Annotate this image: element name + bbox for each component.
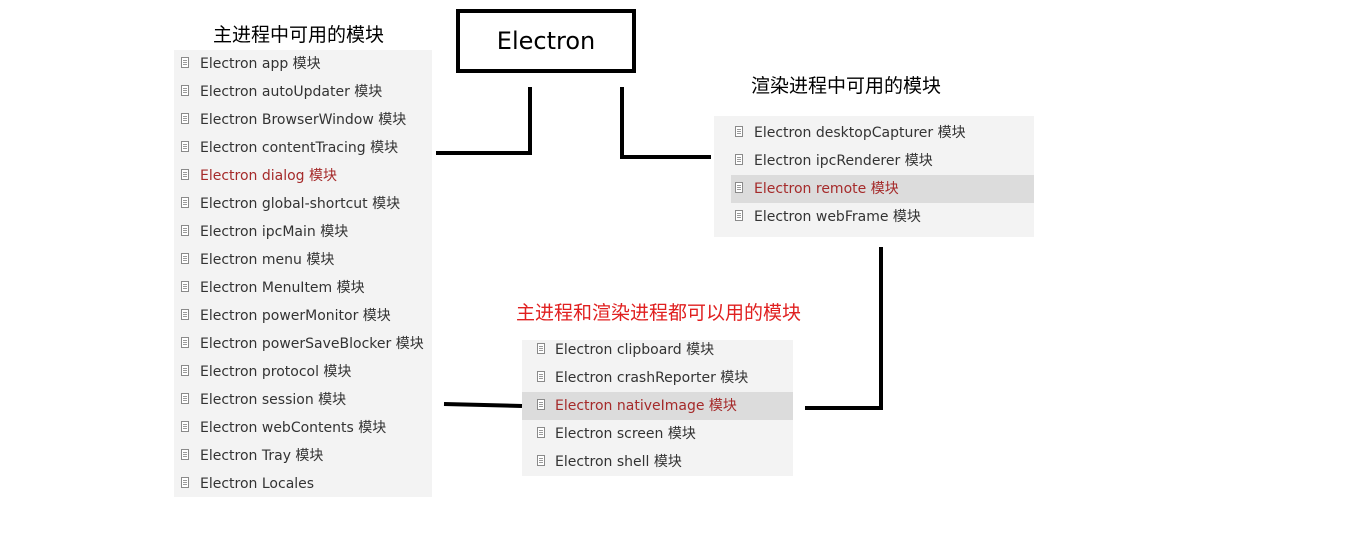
module-list-item[interactable]: Electron ipcRenderer 模块: [714, 147, 1034, 175]
module-list-item[interactable]: Electron webFrame 模块: [714, 203, 1034, 231]
document-icon: [537, 371, 545, 382]
connector-renderer-to-shared: [805, 247, 883, 410]
document-icon: [181, 57, 189, 68]
module-list-item[interactable]: Electron global-shortcut 模块: [174, 190, 432, 218]
document-icon: [181, 337, 189, 348]
shared-module-list: Electron clipboard 模块 Electron crashRepor…: [522, 340, 793, 476]
document-icon: [735, 126, 743, 137]
module-list-item[interactable]: Electron session 模块: [174, 386, 432, 414]
connector-main-to-shared: [443, 402, 523, 408]
module-link-label: Electron BrowserWindow 模块: [200, 112, 407, 128]
module-list-item[interactable]: Electron autoUpdater 模块: [174, 78, 432, 106]
module-list-item[interactable]: Electron ipcMain 模块: [174, 218, 432, 246]
document-icon: [735, 154, 743, 165]
renderer-process-heading: 渲染进程中可用的模块: [751, 75, 942, 97]
shared-modules-heading: 主进程和渲染进程都可以用的模块: [516, 302, 802, 324]
document-icon: [735, 210, 743, 221]
module-link-label: Electron menu 模块: [200, 252, 335, 268]
module-list-item[interactable]: Electron powerMonitor 模块: [174, 302, 432, 330]
module-list-item[interactable]: Electron menu 模块: [174, 246, 432, 274]
document-icon: [181, 85, 189, 96]
module-link-label: Electron Tray 模块: [200, 448, 324, 464]
module-link-label: Electron webFrame 模块: [754, 209, 921, 225]
module-list-item[interactable]: Electron protocol 模块: [174, 358, 432, 386]
module-link-label: Electron nativeImage 模块: [555, 398, 737, 414]
document-icon: [181, 365, 189, 376]
module-link-label: Electron app 模块: [200, 56, 321, 72]
document-icon: [181, 197, 189, 208]
module-list-item[interactable]: Electron MenuItem 模块: [174, 274, 432, 302]
document-icon: [181, 421, 189, 432]
module-link-label: Electron crashReporter 模块: [555, 370, 749, 386]
document-icon: [181, 281, 189, 292]
module-link-label: Electron webContents 模块: [200, 420, 387, 436]
module-link-label: Electron clipboard 模块: [555, 342, 715, 358]
main-process-heading: 主进程中可用的模块: [213, 24, 385, 46]
module-link-label: Electron screen 模块: [555, 426, 696, 442]
module-link-label: Electron shell 模块: [555, 454, 682, 470]
document-icon: [181, 477, 189, 488]
module-list-item[interactable]: Electron BrowserWindow 模块: [174, 106, 432, 134]
module-link-label: Electron contentTracing 模块: [200, 140, 399, 156]
document-icon: [735, 182, 743, 193]
module-list-item[interactable]: Electron screen 模块: [522, 420, 793, 448]
module-link-label: Electron MenuItem 模块: [200, 280, 365, 296]
module-list-item[interactable]: Electron dialog 模块: [174, 162, 432, 190]
main-process-module-list: Electron app 模块 Electron autoUpdater 模块 El…: [174, 50, 432, 497]
module-link-label: Electron autoUpdater 模块: [200, 84, 383, 100]
module-link-label: Electron powerMonitor 模块: [200, 308, 391, 324]
module-link-label: Electron global-shortcut 模块: [200, 196, 401, 212]
module-list-item[interactable]: Electron crashReporter 模块: [522, 364, 793, 392]
document-icon: [537, 399, 545, 410]
module-list-item[interactable]: Electron app 模块: [174, 50, 432, 78]
electron-title-box: Electron: [456, 9, 636, 73]
module-link-label: Electron Locales: [200, 476, 315, 492]
module-link-label: Electron ipcRenderer 模块: [754, 153, 933, 169]
renderer-process-module-list: Electron desktopCapturer 模块 Electron ipcR…: [714, 116, 1034, 237]
module-list-item[interactable]: Electron nativeImage 模块: [522, 392, 793, 420]
document-icon: [537, 427, 545, 438]
document-icon: [537, 455, 545, 466]
document-icon: [181, 393, 189, 404]
document-icon: [181, 169, 189, 180]
module-list-item[interactable]: Electron desktopCapturer 模块: [714, 119, 1034, 147]
module-link-label: Electron protocol 模块: [200, 364, 352, 380]
document-icon: [181, 113, 189, 124]
module-list-item[interactable]: Electron shell 模块: [522, 448, 793, 476]
document-icon: [181, 141, 189, 152]
document-icon: [181, 309, 189, 320]
module-link-label: Electron dialog 模块: [200, 168, 338, 184]
electron-title: Electron: [496, 27, 596, 55]
document-icon: [181, 449, 189, 460]
module-link-label: Electron powerSaveBlocker 模块: [200, 336, 424, 352]
module-link-label: Electron remote 模块: [754, 181, 899, 197]
module-list-item[interactable]: Electron remote 模块: [731, 175, 1034, 203]
connector-renderer-process: [620, 87, 711, 159]
module-list-item[interactable]: Electron Locales: [174, 470, 432, 498]
module-list-item[interactable]: Electron webContents 模块: [174, 414, 432, 442]
module-link-label: Electron session 模块: [200, 392, 347, 408]
module-list-item[interactable]: Electron contentTracing 模块: [174, 134, 432, 162]
document-icon: [181, 253, 189, 264]
module-list-item[interactable]: Electron clipboard 模块: [522, 336, 793, 364]
module-list-item[interactable]: Electron Tray 模块: [174, 442, 432, 470]
document-icon: [537, 343, 545, 354]
module-link-label: Electron desktopCapturer 模块: [754, 125, 966, 141]
module-link-label: Electron ipcMain 模块: [200, 224, 349, 240]
module-list-item[interactable]: Electron powerSaveBlocker 模块: [174, 330, 432, 358]
connector-main-process: [436, 87, 532, 155]
document-icon: [181, 225, 189, 236]
